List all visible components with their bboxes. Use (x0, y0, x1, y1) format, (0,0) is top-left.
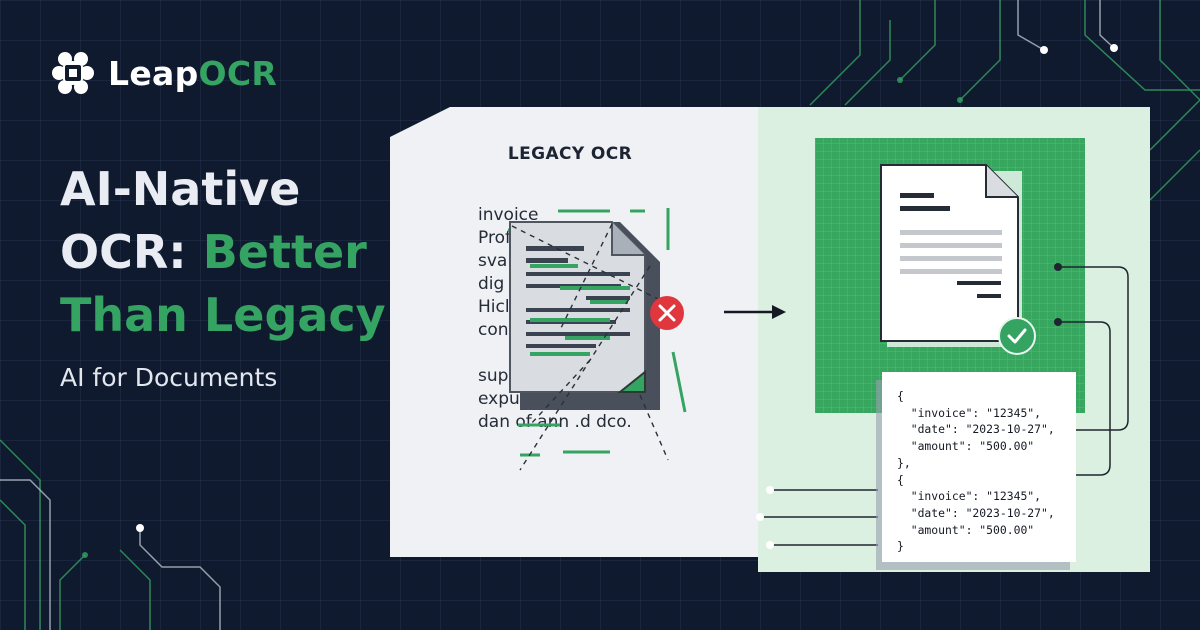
garbled-line: invoice (478, 205, 539, 225)
subheadline: AI for Documents (60, 363, 278, 392)
arrow-right-icon (724, 305, 786, 319)
json-output-text: { "invoice": "12345", "date": "2023-10-2… (897, 389, 1055, 554)
json-output-card: { "invoice": "12345", "date": "2023-10-2… (882, 372, 1076, 562)
headline: AI-Native OCR: Better Than Legacy (60, 158, 400, 347)
headline-line-2-accent: Better (202, 225, 367, 279)
chip-flower-icon (52, 52, 94, 94)
garbled-line: sup (478, 366, 509, 386)
headline-line-3: Than Legacy (60, 288, 386, 342)
garbled-line: dan of ann .d dco. (478, 412, 632, 432)
brand-name: LeapOCR (108, 53, 278, 93)
legacy-ocr-title: LEGACY OCR (507, 144, 633, 164)
error-x-icon (650, 296, 684, 330)
brand-logo[interactable]: LeapOCR (50, 50, 277, 96)
checkmark-icon (998, 317, 1036, 355)
headline-line-1: AI-Native (60, 162, 301, 216)
garbled-line: Prof (478, 228, 511, 248)
headline-line-2-prefix: OCR: (60, 225, 203, 279)
